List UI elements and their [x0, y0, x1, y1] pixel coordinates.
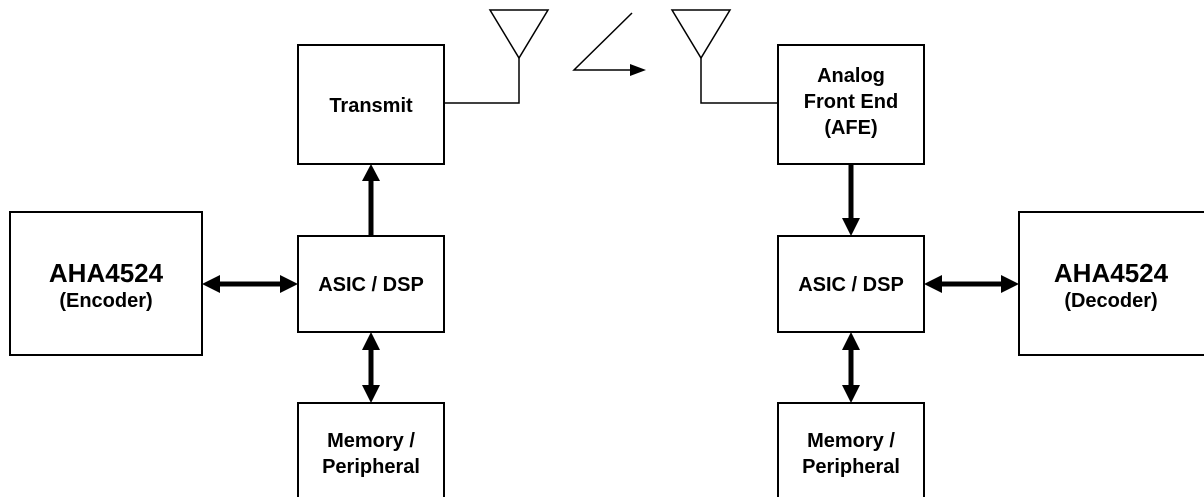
- afe-label-line3: (AFE): [824, 117, 877, 139]
- rx-memory-peripheral-block: Memory / Peripheral: [777, 402, 925, 497]
- tx-asic-dsp-block: ASIC / DSP: [297, 235, 445, 333]
- transmit-block: Transmit: [297, 44, 445, 165]
- decoder-name: AHA4524: [1054, 258, 1169, 288]
- afe-label-line2: Front End: [804, 91, 898, 113]
- asic-to-transmit-arrow: [362, 164, 380, 236]
- asic-decoder-arrow: [924, 275, 1019, 293]
- decoder-role: (Decoder): [1064, 290, 1157, 312]
- rx-asic-dsp-block: ASIC / DSP: [777, 235, 925, 333]
- tx-memory-label-line1: Memory /: [327, 430, 415, 452]
- afe-to-asic-arrow: [842, 164, 860, 236]
- rx-antenna-group: [670, 9, 778, 104]
- decoder-block: AHA4524 (Decoder): [1018, 211, 1204, 356]
- encoder-asic-arrow: [202, 275, 298, 293]
- rx-asic-dsp-label: ASIC / DSP: [798, 274, 904, 296]
- transmit-label: Transmit: [329, 95, 413, 117]
- rx-memory-label-line1: Memory /: [807, 430, 895, 452]
- afe-block: Analog Front End (AFE): [777, 44, 925, 165]
- encoder-name: AHA4524: [49, 258, 164, 288]
- rx-asic-memory-arrow: [842, 332, 860, 403]
- wireless-link-icon: [572, 12, 646, 76]
- encoder-block: AHA4524 (Encoder): [9, 211, 203, 356]
- antenna-icon: [444, 9, 550, 104]
- antenna-icon: [670, 9, 732, 60]
- tx-asic-memory-arrow: [362, 332, 380, 403]
- encoder-role: (Encoder): [59, 290, 152, 312]
- tx-asic-dsp-label: ASIC / DSP: [318, 274, 424, 296]
- rx-memory-label-line2: Peripheral: [802, 456, 900, 478]
- tx-memory-peripheral-block: Memory / Peripheral: [297, 402, 445, 497]
- tx-memory-label-line2: Peripheral: [322, 456, 420, 478]
- afe-label-line1: Analog: [817, 65, 885, 87]
